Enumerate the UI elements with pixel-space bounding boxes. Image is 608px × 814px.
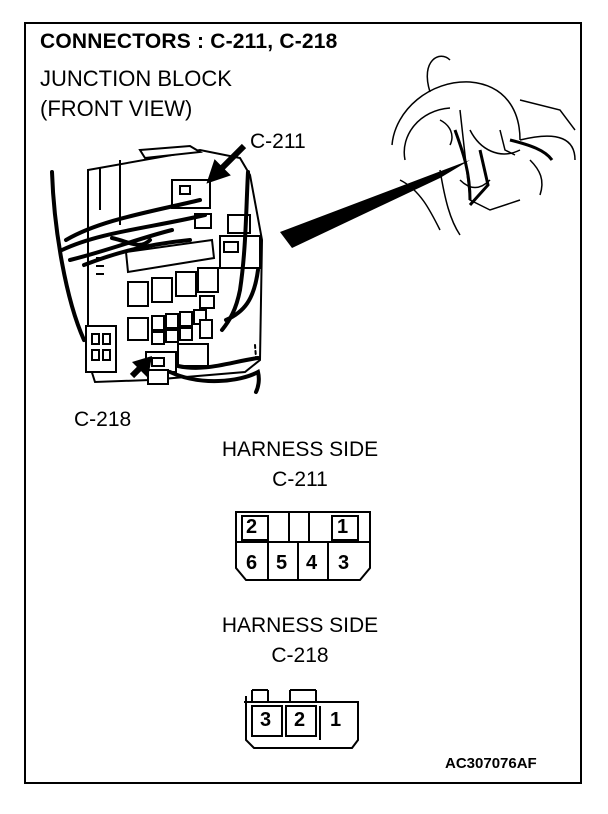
figure-code: AC307076AF	[445, 755, 537, 772]
c211-pin-4: 4	[306, 552, 318, 574]
c218-callout-label: C-218	[74, 408, 132, 431]
c211-harness-side-heading: HARNESS SIDE	[221, 438, 379, 461]
c218-pin-2: 2	[294, 709, 306, 731]
c211-callout-label: C-211	[250, 130, 306, 153]
c211-pin-1: 1	[337, 516, 349, 538]
diagram-frame	[24, 22, 582, 784]
c211-pin-2: 2	[246, 516, 258, 538]
c218-pin-1: 1	[330, 709, 342, 731]
c218-harness-side-heading: HARNESS SIDE	[221, 614, 379, 637]
c218-pin-3: 3	[260, 709, 272, 731]
junction-block-view-label: (FRONT VIEW)	[40, 96, 193, 121]
c211-connector-name: C-211	[272, 468, 328, 491]
c211-pin-3: 3	[338, 552, 350, 574]
junction-block-label: JUNCTION BLOCK	[40, 66, 232, 91]
c211-pin-5: 5	[276, 552, 288, 574]
c218-connector-name: C-218	[271, 644, 329, 667]
diagram-title: CONNECTORS : C-211, C-218	[40, 30, 338, 53]
c211-pin-6: 6	[246, 552, 258, 574]
